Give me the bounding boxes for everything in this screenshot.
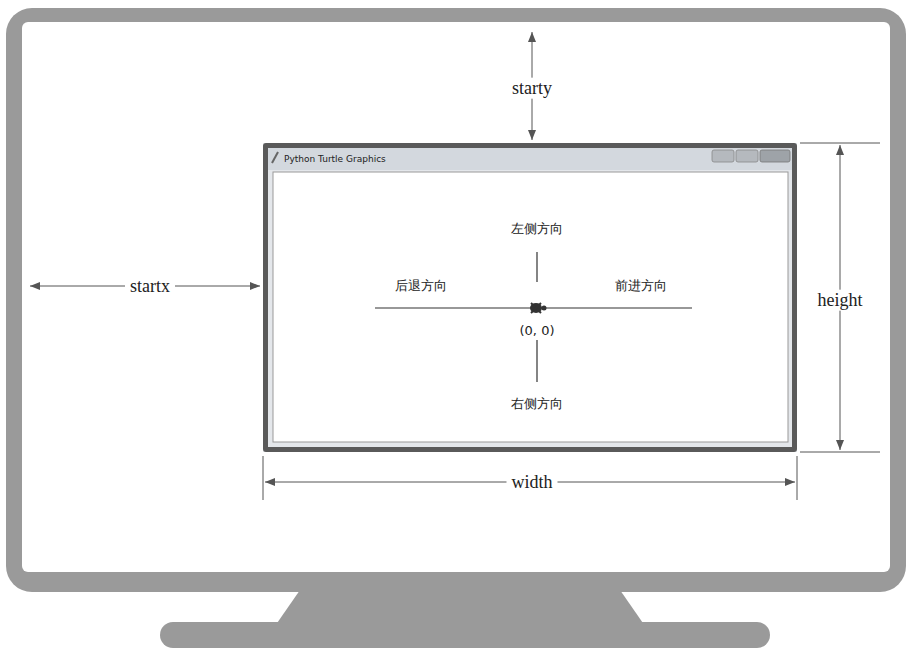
canvas-area xyxy=(273,172,788,442)
origin-label: (0, 0) xyxy=(520,324,555,339)
monitor-screen xyxy=(22,22,890,572)
extension-line xyxy=(263,456,264,500)
dimension-label: starty xyxy=(507,78,557,99)
axis-line xyxy=(536,252,537,282)
extension-line xyxy=(797,456,798,500)
monitor-base xyxy=(160,622,770,648)
dimension-label: startx xyxy=(125,276,175,297)
direction-label: 右侧方向 xyxy=(511,397,563,412)
direction-label: 左侧方向 xyxy=(511,222,563,237)
window-title: Python Turtle Graphics xyxy=(284,155,386,164)
minimize-button xyxy=(712,150,734,162)
monitor-frame xyxy=(6,8,906,592)
window-ground xyxy=(263,143,797,452)
turtle-icon xyxy=(530,303,547,313)
direction-label: 前进方向 xyxy=(615,279,667,294)
monitor-neck xyxy=(275,590,645,626)
direction-label: 后退方向 xyxy=(395,279,447,294)
dimension-label: width xyxy=(506,472,557,493)
window-icon xyxy=(272,152,278,163)
extension-line xyxy=(800,452,880,453)
close-button xyxy=(760,150,790,162)
extension-line xyxy=(800,143,880,144)
title-bar xyxy=(268,148,792,170)
maximize-button xyxy=(736,150,758,162)
axis-line xyxy=(536,340,537,382)
dimension-label: height xyxy=(813,290,868,311)
